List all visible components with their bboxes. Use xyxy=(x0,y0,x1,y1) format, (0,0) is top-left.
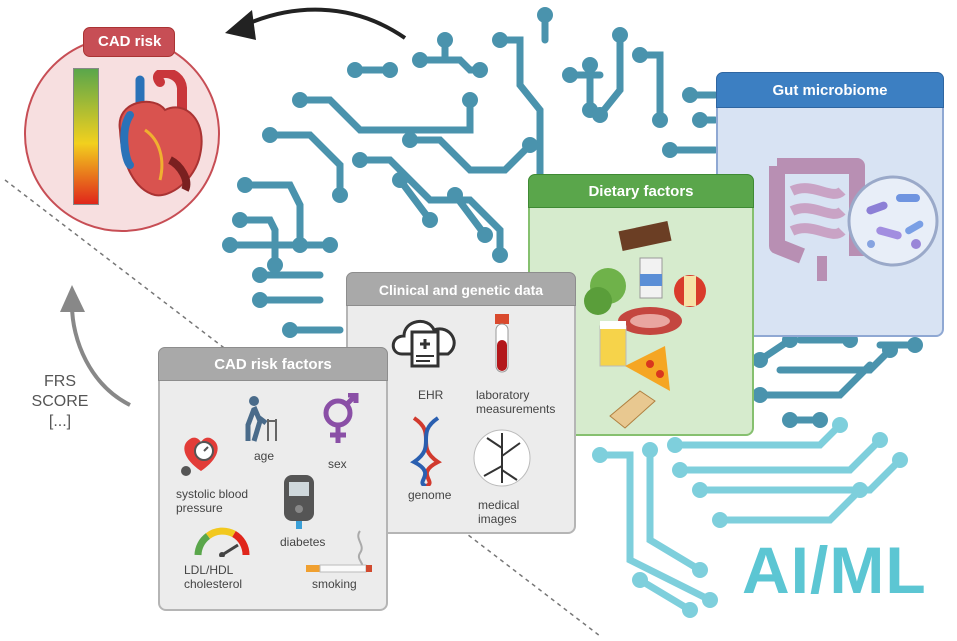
ai-ml-label: AI/ML xyxy=(742,533,927,607)
genome-label: genome xyxy=(408,488,452,502)
cad-risk-factors-title: CAD risk factors xyxy=(158,347,388,381)
gut-microbiome-panel: Gut microbiome xyxy=(716,72,944,337)
frs-line-3: [...] xyxy=(48,413,72,430)
cholesterol-gauge-icon xyxy=(194,527,250,557)
clinical-genetic-title: Clinical and genetic data xyxy=(346,272,576,306)
ldl-hdl-label: LDL/HDL cholesterol xyxy=(184,563,243,591)
heart-icon xyxy=(118,70,203,197)
frs-line-1: FRS xyxy=(44,373,76,390)
risk-gradient-bar xyxy=(73,68,99,205)
food-icons xyxy=(584,221,706,429)
frs-line-2: SCORE xyxy=(31,393,89,410)
lab-measurements-label: laboratory measurements xyxy=(476,388,556,416)
bacteria-magnifier-icon xyxy=(847,175,939,267)
blood-tube-icon xyxy=(495,314,509,373)
age-label: age xyxy=(254,449,275,463)
blood-pressure-icon xyxy=(181,437,218,476)
sex-symbol-icon xyxy=(323,393,359,443)
ehr-label: EHR xyxy=(418,388,444,402)
cigarette-icon xyxy=(306,530,372,573)
cad-risk-factors-panel: CAD risk factors age sex systolic blood … xyxy=(158,347,388,611)
angiogram-icon xyxy=(473,429,531,487)
diabetes-label: diabetes xyxy=(280,535,326,549)
dna-icon xyxy=(410,416,442,486)
systolic-bp-label: systolic blood pressure xyxy=(176,487,249,515)
ehr-icon xyxy=(391,320,456,368)
cad-risk-title: CAD risk xyxy=(83,27,175,57)
sex-label: sex xyxy=(328,457,347,471)
smoking-label: smoking xyxy=(312,577,357,591)
elderly-walker-icon xyxy=(245,396,277,442)
dashed-divider-line xyxy=(4,179,601,637)
gut-microbiome-title: Gut microbiome xyxy=(716,72,944,108)
frs-score-label: FRS SCORE [...] xyxy=(30,372,90,432)
medical-images-label: medical images xyxy=(478,498,520,526)
dietary-factors-title: Dietary factors xyxy=(528,174,754,208)
glucose-meter-icon xyxy=(284,475,314,529)
